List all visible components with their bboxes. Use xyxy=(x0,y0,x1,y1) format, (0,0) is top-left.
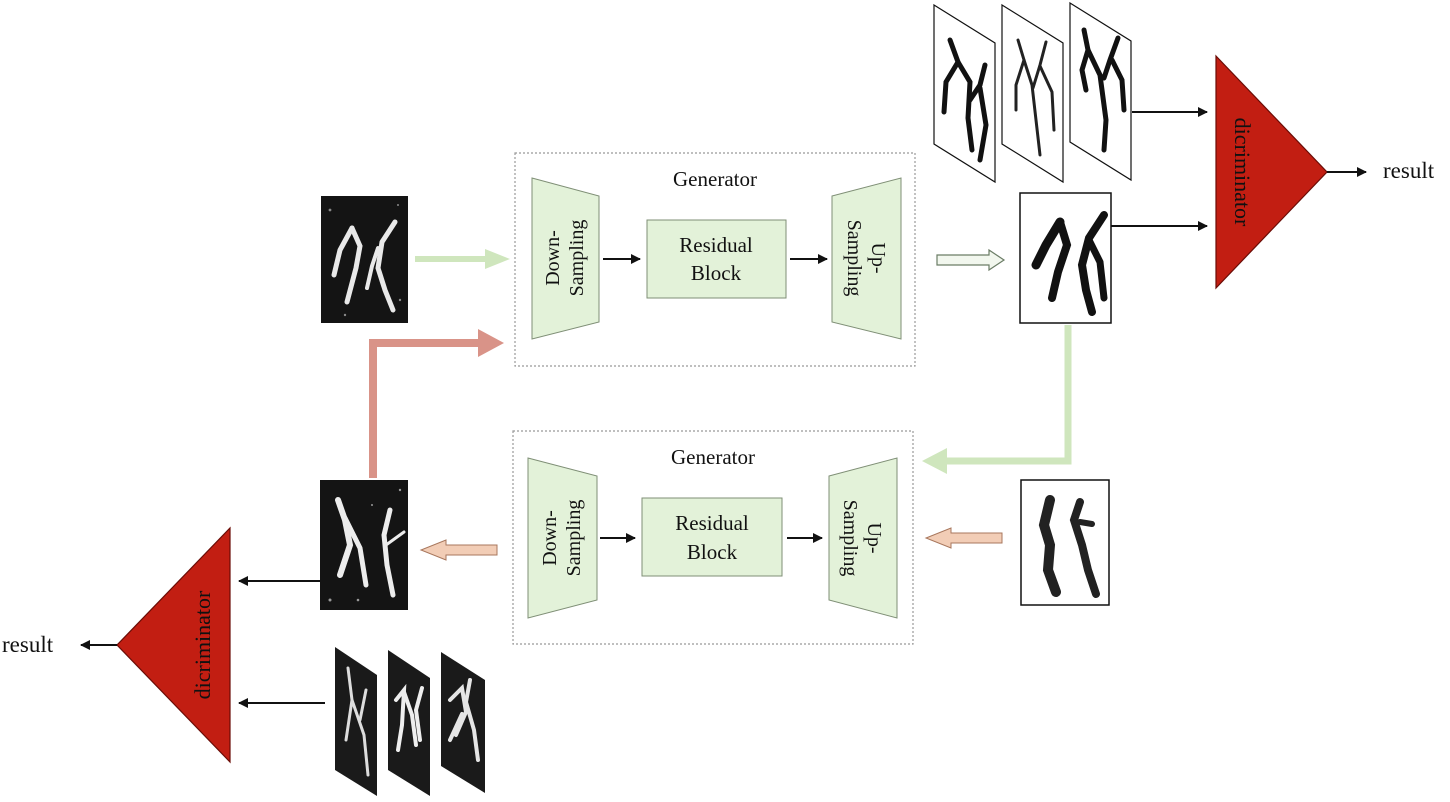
arrow-clean-to-generator-bottom xyxy=(924,527,1003,549)
down-sampling-top-label-1: Down- xyxy=(542,230,564,286)
generator-bottom-frame xyxy=(512,430,914,645)
down-sampling-bottom-label-2: Sampling xyxy=(563,500,585,577)
rubbing-sample-3 xyxy=(441,652,485,793)
oracle-glyph-clean-icon xyxy=(1038,495,1100,598)
discriminator-top: dicriminator result xyxy=(1215,54,1435,290)
rubbing-sample-1 xyxy=(335,647,377,796)
discriminator-bottom: dicriminator result xyxy=(2,526,231,764)
down-sampling-top-label-2: Sampling xyxy=(566,220,588,297)
arrow-generated-rubbing-to-generator-top xyxy=(369,329,504,478)
up-sampling-top-label-1: Up- xyxy=(867,242,889,273)
down-sampling-top xyxy=(531,177,600,340)
up-sampling-bottom-label-2: Sampling xyxy=(839,500,861,577)
discriminator-bottom-result: result xyxy=(2,632,54,657)
discriminator-bottom-label: dicriminator xyxy=(190,590,215,699)
generated-rubbing-image xyxy=(320,480,408,610)
rubbing-input-frame xyxy=(321,196,408,323)
down-sampling-bottom xyxy=(527,457,598,619)
up-sampling-bottom-label-1: Up- xyxy=(863,522,885,553)
clean-samples-stack xyxy=(933,1,1132,184)
arrow-generator-top-to-output xyxy=(936,248,1006,272)
residual-block-bottom-label-1: Residual xyxy=(675,511,749,535)
oracle-glyph-clean-icon xyxy=(1031,211,1108,316)
clean-sample-3 xyxy=(1069,1,1132,182)
residual-block-top xyxy=(646,219,787,299)
arrow-generator-bottom-to-rubbing xyxy=(419,539,498,561)
arrow-generated-to-generator-bottom xyxy=(922,325,1072,474)
generated-clean-image xyxy=(1019,192,1112,324)
residual-block-top-label-1: Residual xyxy=(679,233,753,257)
discriminator-top-label: dicriminator xyxy=(1230,118,1255,227)
rubbing-sample-2 xyxy=(388,650,430,796)
up-sampling-bottom xyxy=(828,457,898,619)
oracle-glyph-rubbing-icon xyxy=(331,219,398,313)
residual-block-top-label-2: Block xyxy=(691,261,742,285)
discriminator-top-shape xyxy=(1215,54,1328,290)
discriminator-top-result: result xyxy=(1383,158,1435,183)
discriminator-bottom-shape xyxy=(116,526,231,764)
generated-rubbing-frame xyxy=(320,480,408,610)
generator-top: Generator Down- Sampling Residual Block … xyxy=(514,152,916,367)
clean-sample-2 xyxy=(1001,3,1064,184)
oracle-glyph-rubbing-icon xyxy=(335,497,406,598)
generator-top-frame xyxy=(514,152,916,367)
rubbing-input-image xyxy=(321,196,408,323)
up-sampling-top xyxy=(831,177,902,340)
generator-top-title: Generator xyxy=(673,167,757,191)
residual-block-bottom xyxy=(641,497,783,577)
clean-input-image xyxy=(1020,479,1110,606)
arrow-rubbing-to-generator-top xyxy=(415,249,510,269)
generator-bottom: Generator Down- Sampling Residual Block … xyxy=(512,430,914,645)
clean-sample-1 xyxy=(933,3,996,184)
rubbing-samples-stack xyxy=(335,647,485,796)
up-sampling-top-label-2: Sampling xyxy=(843,220,865,297)
down-sampling-bottom-label-1: Down- xyxy=(539,510,561,566)
residual-block-bottom-label-2: Block xyxy=(687,540,738,564)
generator-bottom-title: Generator xyxy=(671,445,755,469)
